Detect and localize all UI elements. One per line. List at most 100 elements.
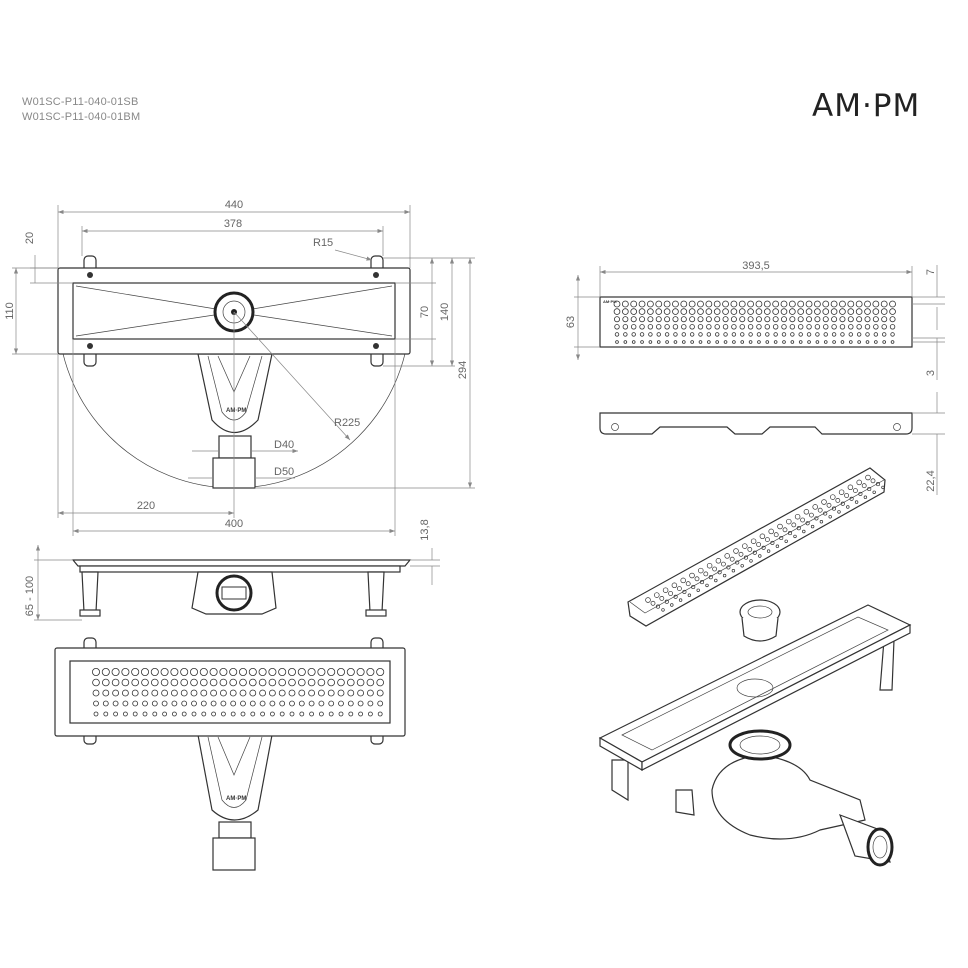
perforation-hole: [846, 505, 850, 509]
perforation-hole: [773, 340, 778, 344]
perforation-hole: [639, 332, 645, 337]
perforation-hole: [338, 711, 344, 717]
perforation-hole: [689, 332, 695, 337]
grate-holes: [613, 300, 896, 344]
perforation-hole: [857, 340, 861, 344]
perforation-hole: [722, 324, 729, 330]
perforation-hole: [112, 689, 119, 697]
perforation-hole: [705, 300, 713, 308]
perforation-hole: [890, 332, 895, 337]
perforation-hole: [870, 478, 876, 484]
perforation-hole: [781, 316, 788, 323]
dim-440: 440: [225, 199, 243, 211]
model-code-bm: W01SC-P11-040-01BM: [22, 111, 141, 123]
perforation-hole: [835, 498, 841, 503]
perforation-hole: [337, 689, 345, 697]
perforation-hole: [747, 547, 753, 552]
perforation-hole: [142, 711, 148, 717]
perforation-hole: [238, 668, 247, 677]
perforation-hole: [814, 308, 821, 315]
perforation-hole: [847, 300, 855, 308]
perforation-hole: [229, 678, 238, 687]
perforation-hole: [847, 316, 854, 323]
perforation-hole: [740, 332, 745, 337]
perforation-hole: [672, 316, 679, 323]
perforation-hole: [864, 308, 871, 315]
perforation-hole: [630, 300, 638, 308]
perforation-hole: [731, 332, 737, 337]
perforation-hole: [318, 700, 325, 707]
perforation-hole: [698, 332, 703, 337]
perforation-hole: [790, 332, 795, 337]
perforation-hole: [356, 668, 365, 677]
perforation-hole: [250, 711, 256, 717]
perforation-hole: [680, 308, 688, 315]
perforation-hole: [722, 300, 729, 308]
perforation-hole: [685, 581, 691, 587]
perforation-hole: [111, 678, 120, 687]
perforation-hole: [768, 528, 774, 535]
perforation-hole: [747, 308, 754, 315]
perforation-hole: [765, 537, 770, 542]
perforation-hole: [803, 509, 810, 515]
perforation-hole: [747, 324, 754, 330]
perforation-hole: [688, 300, 696, 308]
perforation-hole: [672, 324, 679, 330]
perforation-hole: [698, 340, 703, 344]
perforation-hole: [815, 340, 820, 344]
perforation-hole: [298, 689, 306, 697]
perforation-hole: [772, 316, 779, 323]
perforation-hole: [840, 340, 845, 344]
perforation-hole: [152, 711, 158, 717]
perforation-hole: [670, 603, 674, 607]
grate-dimensions: 393,5 63 7 3 22,4: [565, 260, 945, 495]
perforation-hole: [308, 689, 316, 697]
perforation-hole: [630, 316, 637, 323]
perforation-hole: [347, 689, 355, 697]
perforation-hole: [814, 316, 821, 323]
dim-70: 70: [419, 306, 431, 318]
perforation-hole: [655, 300, 663, 308]
dim-20: 20: [24, 232, 36, 244]
perforation-hole: [782, 527, 788, 533]
perforation-hole: [788, 300, 796, 308]
perforation-hole: [151, 689, 159, 697]
perforation-hole: [103, 711, 109, 717]
perforation-hole: [742, 543, 748, 549]
top-view-dimensions: 440 378 R15 20 110 70 140 294 R225 D40 D…: [4, 199, 475, 536]
perforation-hole: [856, 332, 862, 337]
perforation-hole: [853, 488, 858, 494]
perforation-hole: [755, 308, 763, 315]
grate-profile: [599, 412, 913, 435]
dim-220: 220: [137, 500, 155, 512]
grate-perforation: [92, 668, 385, 717]
perforation-hole: [289, 700, 295, 707]
perforation-hole: [200, 700, 207, 707]
perforation-hole: [814, 324, 821, 330]
perforation-hole: [726, 565, 731, 570]
perforation-hole: [278, 668, 287, 677]
perforation-hole: [170, 668, 179, 677]
perforation-hole: [717, 570, 722, 575]
perforation-hole: [668, 591, 673, 596]
perforation-hole: [162, 711, 168, 717]
perforation-hole: [706, 324, 712, 330]
perforation-hole: [112, 700, 119, 707]
perforation-hole: [856, 316, 863, 323]
perforation-hole: [665, 340, 669, 344]
dim-393-5: 393,5: [742, 260, 770, 272]
perforation-hole: [638, 308, 646, 315]
perforation-hole: [861, 483, 867, 489]
perforation-hole: [839, 300, 846, 308]
perforation-hole: [230, 700, 237, 707]
perforation-hole: [240, 711, 246, 717]
perforation-hole: [673, 332, 678, 337]
perforation-hole: [755, 316, 762, 323]
perforation-hole: [613, 308, 621, 315]
perforation-hole: [318, 711, 324, 717]
perforation-hole: [838, 489, 845, 495]
perforation-hole: [367, 700, 374, 707]
perforation-hole: [815, 332, 820, 337]
perforation-hole: [631, 324, 637, 330]
perforation-hole: [697, 300, 704, 308]
